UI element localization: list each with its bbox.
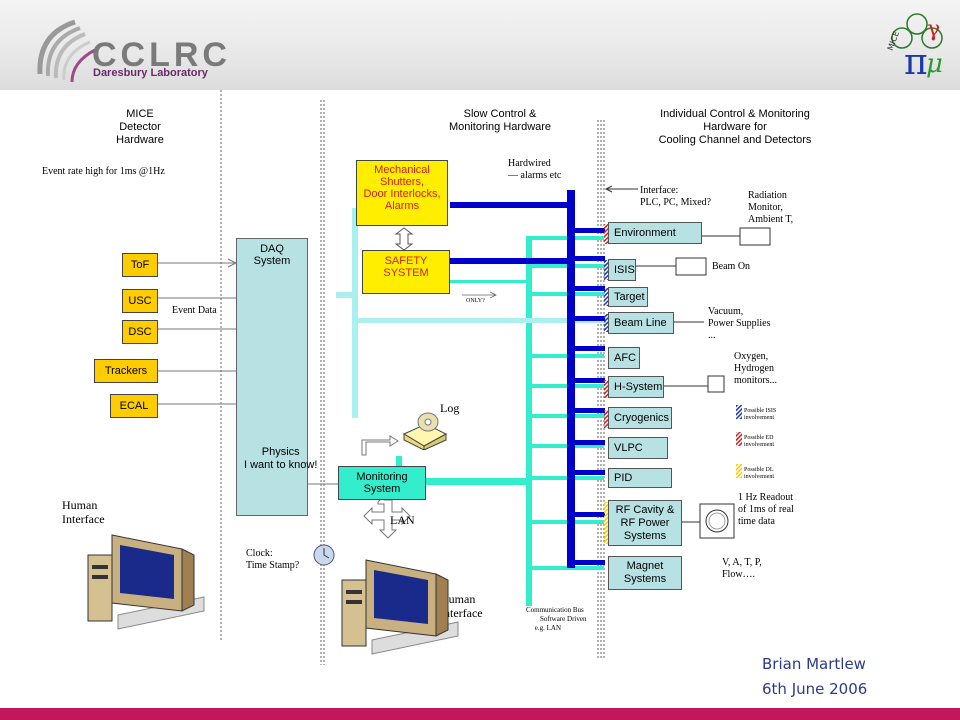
event-rate-note: Event rate high for 1ms @1Hz	[42, 166, 165, 177]
legend-dl: Possible DL involvement	[744, 467, 774, 480]
detector-dsc: DSC	[122, 320, 158, 344]
daq-system-box: DAQ System	[236, 238, 308, 516]
detector-heading: MICE Detector Hardware	[116, 108, 164, 146]
log-note: Log	[440, 401, 460, 415]
computer-monitor-icon-2	[341, 559, 459, 655]
computer-monitor-icon	[87, 534, 205, 630]
cclrc-logo-sub: Daresbury Laboratory	[93, 67, 208, 79]
subsystem-afc: AFC	[608, 347, 640, 369]
subsystem-rf-cavity: RF Cavity & RF Power Systems	[608, 500, 682, 546]
subsystem-beam-line: Beam Line	[608, 312, 674, 334]
readout-note: 1 Hz Readout of 1ms of real time data	[738, 492, 794, 527]
subsystem-cryogenics: Cryogenics	[608, 407, 672, 429]
legend-isis: Possible ISIS involvement	[744, 408, 777, 421]
subsystem-h-system: H-System	[608, 376, 664, 398]
only-note: ONLY?	[466, 298, 485, 304]
detector-usc: USC	[122, 289, 158, 313]
vatp-note: V, A, T, P, Flow….	[722, 557, 762, 580]
footer-bar	[0, 708, 960, 720]
subsystem-target: Target	[608, 287, 648, 307]
monitoring-system-box: Monitoring System	[338, 466, 426, 500]
header-band	[0, 0, 960, 90]
comm-bus-note: Communication Bus Software Driven e.g. L…	[526, 606, 587, 632]
svg-text:μ: μ	[926, 49, 943, 79]
safety-system-box: SAFETY SYSTEM	[362, 250, 450, 294]
human-interface-note-2: Human Interface	[440, 592, 483, 620]
detector-tof: ToF	[122, 253, 158, 277]
detector-ecal: ECAL	[110, 394, 158, 418]
legend-ed: Possible ED involvement	[744, 435, 774, 448]
cclrc-swirl-icon	[37, 19, 96, 83]
mice-logo-icon: π γ μ MICE	[886, 13, 943, 80]
subsystem-magnet: Magnet Systems	[608, 556, 682, 590]
radiation-note: Radiation Monitor, Ambient T,	[748, 190, 794, 225]
svg-text:γ: γ	[927, 17, 940, 42]
subsystem-environment: Environment	[608, 222, 702, 244]
oxygen-note: Oxygen, Hydrogen monitors...	[734, 351, 778, 386]
clock-note: Clock: Time Stamp?	[246, 548, 300, 571]
hardwired-note: Hardwired — alarms etc	[508, 158, 562, 181]
interface-note: Interface: PLC, PC, Mixed?	[640, 185, 712, 208]
human-interface-note-1: Human Interface	[62, 498, 105, 526]
individual-heading: Individual Control & Monitoring Hardware…	[658, 108, 812, 146]
cclrc-logo-text: CCLRC	[92, 36, 231, 74]
slow-control-heading: Slow Control & Monitoring Hardware	[448, 108, 552, 133]
detector-trackers: Trackers	[94, 359, 158, 383]
mechanical-box: Mechanical Shutters, Door Interlocks, Al…	[356, 160, 448, 226]
physics-note: Physics I want to know!	[244, 446, 318, 471]
author-name: Brian Martlew	[762, 655, 866, 673]
event-data-note: Event Data	[172, 305, 217, 316]
daq-label: DAQ System	[253, 243, 291, 267]
vacuum-note: Vacuum, Power Supplies ...	[708, 306, 771, 341]
subsystem-vlpc: VLPC	[608, 437, 668, 459]
lan-note: LAN	[390, 513, 415, 527]
subsystem-isis: ISIS	[608, 259, 636, 281]
svg-text:π: π	[904, 42, 928, 80]
log-disk-icon	[402, 412, 448, 450]
subsystem-pid: PID	[608, 468, 672, 488]
author-date: 6th June 2006	[762, 680, 868, 698]
beam-on-note: Beam On	[712, 261, 751, 272]
